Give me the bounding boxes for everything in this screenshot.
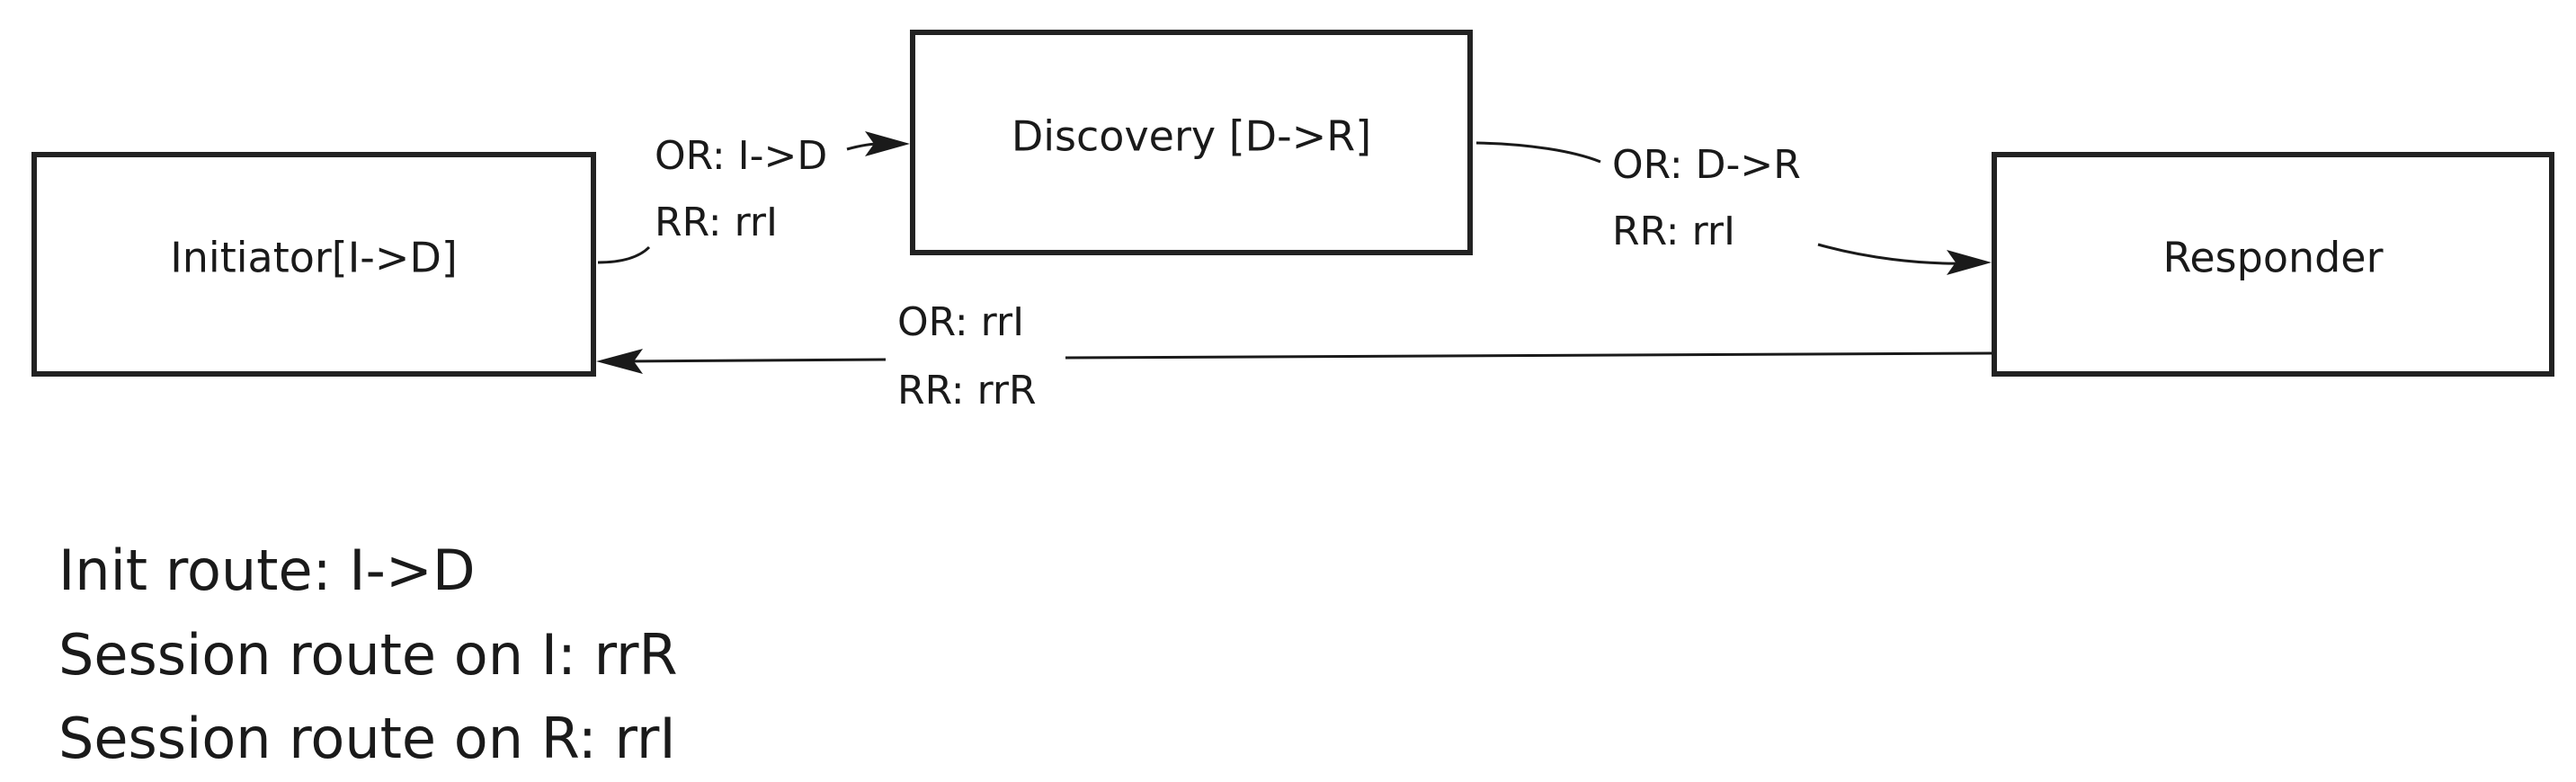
edge-line xyxy=(1817,243,1965,265)
arrowhead-icon xyxy=(865,131,910,156)
edge-or-label: OR: D->R xyxy=(1612,142,1801,188)
node-box xyxy=(910,30,1473,255)
arrowhead-icon xyxy=(1947,250,1992,275)
node-initiator: Initiator[I->D] xyxy=(31,152,596,377)
node-label-responder: Responder xyxy=(2162,234,2383,282)
node-discovery: Discovery [D->R] xyxy=(910,30,1473,255)
edge-rr-label: RR: rrI xyxy=(1612,209,1735,254)
note-session-route-on-r: Session route on R: rrI xyxy=(58,706,676,771)
edge-rr-label: RR: rrR xyxy=(897,368,1037,413)
edge-rr-label: RR: rrI xyxy=(655,200,778,245)
edge-line xyxy=(1475,141,1601,164)
note-session-route-on-i: Session route on I: rrR xyxy=(58,622,678,688)
edge-line xyxy=(597,245,651,264)
edge-or-label: OR: I->D xyxy=(655,133,827,179)
edge-label-initiator-to-discovery: OR: I->D RR: rrI xyxy=(655,133,827,245)
node-box xyxy=(1992,152,2554,377)
node-box xyxy=(31,152,596,377)
node-label-discovery: Discovery [D->R] xyxy=(1012,112,1371,161)
edge-discovery-to-responder xyxy=(1475,141,1992,275)
edge-responder-to-initiator xyxy=(596,349,1992,374)
node-responder: Responder xyxy=(1992,152,2554,377)
edge-initiator-to-discovery xyxy=(597,131,910,264)
edge-or-label: OR: rrI xyxy=(897,299,1024,345)
edge-label-responder-to-initiator: OR: rrI RR: rrR xyxy=(897,299,1037,413)
edge-line xyxy=(1065,351,1992,360)
note-init-route: Init route: I->D xyxy=(58,538,476,603)
route-notes: Init route: I->D Session route on I: rrR… xyxy=(58,538,678,771)
node-label-initiator: Initiator[I->D] xyxy=(170,234,458,282)
edge-line xyxy=(621,358,887,363)
arrowhead-icon xyxy=(596,349,643,374)
edge-label-discovery-to-responder: OR: D->R RR: rrI xyxy=(1612,142,1801,254)
